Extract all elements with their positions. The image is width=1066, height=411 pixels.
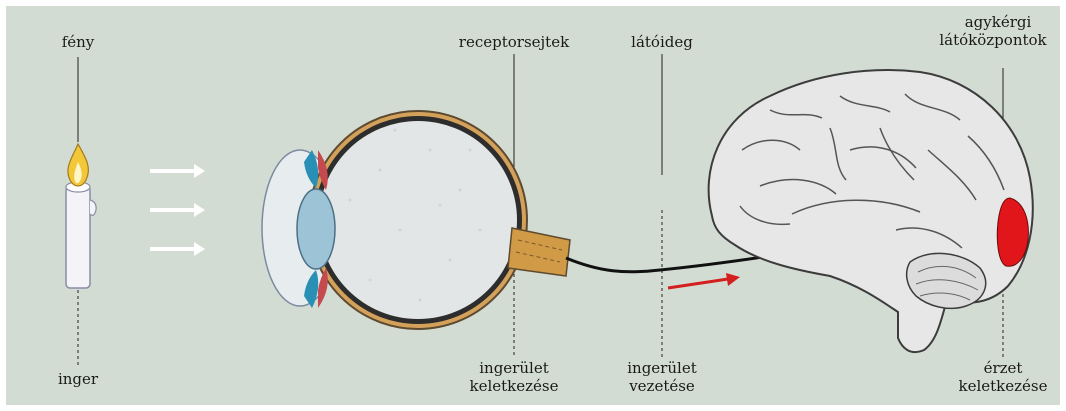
sensation-label-line2: keletkezése (943, 378, 1063, 395)
cortical-centers-label-line2: látóközpontok (928, 32, 1058, 49)
brain (709, 70, 1033, 352)
eyeball (262, 111, 570, 329)
cerebrum (709, 70, 1033, 352)
conduction-arrow (668, 273, 740, 288)
light-arrows (150, 164, 205, 256)
vitreous-body (319, 121, 517, 319)
cortical-centers-label-line1: agykérgi (938, 14, 1058, 31)
stimulus-label: inger (43, 371, 113, 388)
excitation-conduction-label-line2: vezetése (612, 378, 712, 395)
receptor-cells-label: receptorsejtek (444, 34, 584, 51)
sensation-label-line1: érzet (958, 360, 1048, 377)
lens (297, 189, 335, 269)
light-arrow-2 (150, 203, 205, 217)
excitation-origin-label-line2: keletkezése (459, 378, 569, 395)
excitation-conduction-label-line1: ingerület (612, 360, 712, 377)
light-arrow-1 (150, 164, 205, 178)
light-arrow-3 (150, 242, 205, 256)
candle-icon (66, 144, 96, 288)
excitation-origin-label-line1: ingerület (464, 360, 564, 377)
light-label: fény (48, 34, 108, 51)
optic-nerve-label: látóideg (612, 34, 712, 51)
